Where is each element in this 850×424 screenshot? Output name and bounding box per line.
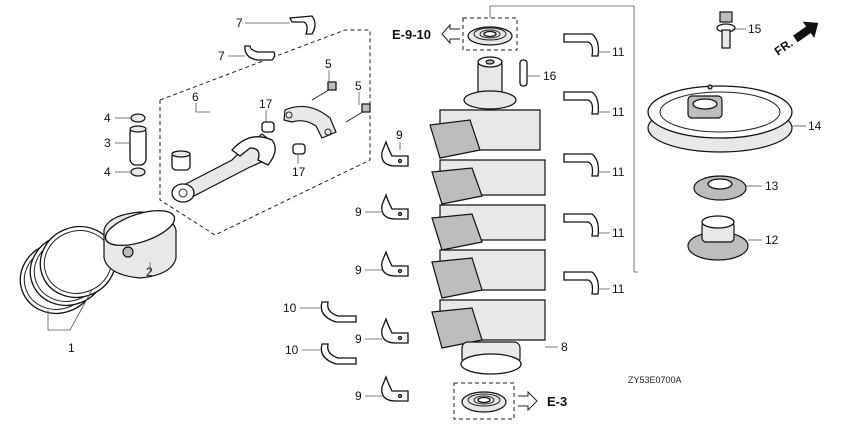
ref-label-e-9-10[interactable]: E-9-10: [392, 27, 431, 42]
callout-9a: 9: [396, 128, 403, 142]
main-bearing-11-b[interactable]: [563, 91, 600, 115]
callout-16: 16: [543, 69, 557, 83]
callout-10b: 10: [285, 343, 299, 357]
key-pin[interactable]: [519, 59, 528, 87]
conrod-bearing-lower[interactable]: [244, 45, 276, 61]
callout-11a: 11: [612, 45, 625, 59]
callout-3: 3: [104, 136, 111, 150]
main-bearing-9-c[interactable]: [381, 250, 409, 277]
crankshaft[interactable]: [429, 56, 546, 375]
dowel-pin-upper[interactable]: [261, 121, 275, 133]
connecting-rod[interactable]: [171, 133, 276, 203]
pulse-rotor[interactable]: [693, 175, 747, 201]
piston-rings[interactable]: [10, 216, 125, 324]
callout-6: 6: [192, 90, 199, 104]
conrod-bearing-upper[interactable]: [288, 15, 316, 35]
conrod-cap[interactable]: [283, 105, 337, 139]
drawing-code: ZY53E0700A: [628, 375, 682, 385]
callout-17b: 17: [292, 165, 306, 179]
callout-14: 14: [808, 119, 822, 133]
callout-7a: 7: [236, 16, 243, 30]
callout-2: 2: [146, 265, 153, 279]
callout-11b: 11: [612, 105, 625, 119]
main-bearing-11-e[interactable]: [563, 271, 600, 295]
oil-seal-top-frame: [462, 17, 518, 51]
thrust-washer-upper[interactable]: [320, 301, 357, 323]
main-bearing-11-d[interactable]: [563, 213, 600, 237]
front-arrow-icon: [793, 21, 819, 43]
callout-13: 13: [765, 179, 779, 193]
callout-9e: 9: [355, 389, 362, 403]
callout-12: 12: [765, 233, 779, 247]
main-bearing-9-d[interactable]: [381, 317, 409, 344]
oil-seal-bottom[interactable]: [461, 391, 507, 413]
thrust-washer-lower[interactable]: [320, 343, 357, 365]
leader-6: [195, 103, 210, 113]
piston[interactable]: [101, 204, 178, 279]
conrod-bushing[interactable]: [171, 150, 191, 171]
piston-pin[interactable]: [129, 125, 147, 166]
front-label: FR.: [772, 36, 796, 59]
conrod-bolt-1[interactable]: [311, 81, 337, 101]
pulley[interactable]: [647, 84, 793, 153]
callout-11e: 11: [612, 282, 625, 296]
callout-8: 8: [561, 340, 568, 354]
dowel-pin-lower[interactable]: [292, 143, 306, 155]
callout-17a: 17: [259, 97, 273, 111]
piston-pin-clip-lower[interactable]: [130, 167, 146, 177]
leader-1: [47, 289, 93, 331]
callout-11d: 11: [612, 226, 625, 240]
conrod-bolt-2[interactable]: [345, 103, 371, 123]
callout-5a: 5: [325, 57, 332, 71]
callout-9d: 9: [355, 332, 362, 346]
ref-label-e-3[interactable]: E-3: [547, 394, 567, 409]
callout-9c: 9: [355, 263, 362, 277]
ref-arrow-e-3[interactable]: E-3: [518, 390, 567, 412]
main-bearing-9-b[interactable]: [381, 193, 409, 220]
callout-15: 15: [748, 22, 762, 36]
main-bearing-11-a[interactable]: [563, 33, 600, 57]
oil-seal-top[interactable]: [467, 26, 513, 46]
leader-oil-seal-to-pulley: [489, 5, 638, 273]
callout-5b: 5: [355, 79, 362, 93]
timing-gear[interactable]: [687, 215, 749, 261]
callout-10a: 10: [283, 301, 297, 315]
main-bearing-11-c[interactable]: [563, 153, 600, 177]
oil-seal-bottom-frame: [453, 382, 515, 420]
main-bearing-9-a[interactable]: [381, 140, 409, 167]
piston-pin-clip-upper[interactable]: [130, 113, 146, 123]
callout-4a: 4: [104, 111, 111, 125]
callout-9b: 9: [355, 205, 362, 219]
callout-1: 1: [68, 341, 75, 355]
pulley-bolt[interactable]: [716, 11, 736, 49]
ref-arrow-e-9-10[interactable]: E-9-10: [392, 23, 460, 45]
callout-7b: 7: [218, 49, 225, 63]
callout-4b: 4: [104, 165, 111, 179]
callout-11c: 11: [612, 165, 625, 179]
conrod-group-frame: [159, 29, 371, 236]
main-bearing-9-e[interactable]: [381, 375, 409, 402]
front-direction-indicator: FR.: [772, 21, 819, 59]
